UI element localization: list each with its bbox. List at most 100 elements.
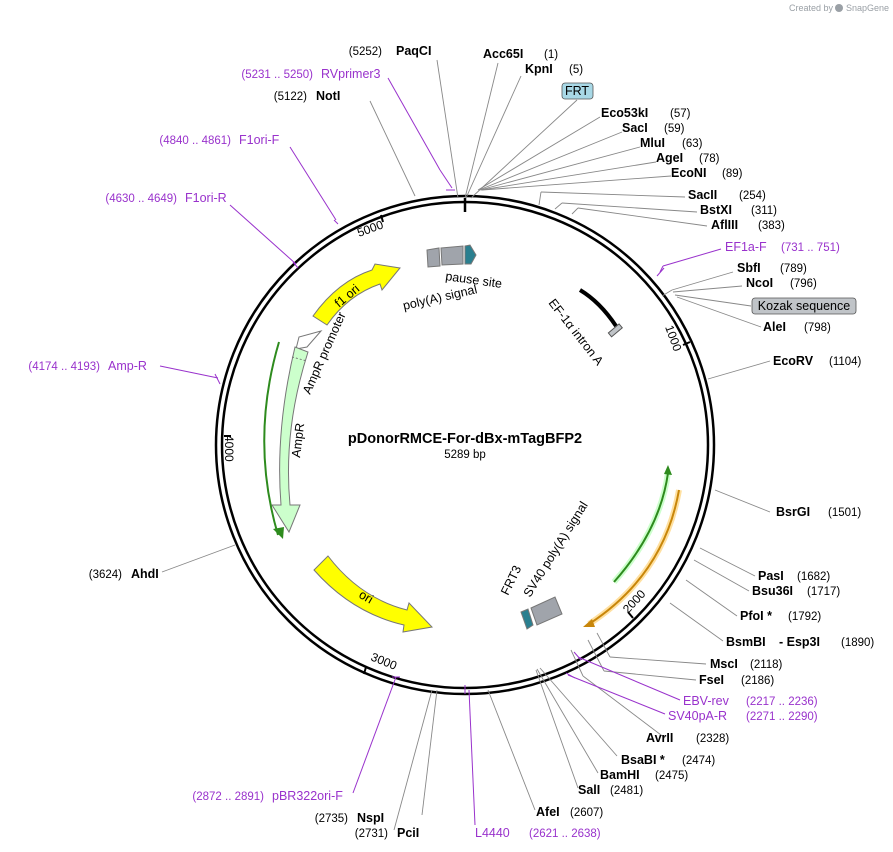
enzyme-pos: (2475): [655, 770, 688, 782]
primer-name[interactable]: EF1a-F: [725, 240, 767, 254]
enzyme-name[interactable]: PaqCI: [396, 44, 431, 58]
primer-name[interactable]: RVprimer3: [321, 67, 381, 81]
enzyme-name[interactable]: SacII: [688, 188, 717, 202]
ori-arrow[interactable]: [313, 555, 434, 633]
primer-name[interactable]: F1ori-R: [185, 191, 227, 205]
enzyme-name[interactable]: MscI: [710, 657, 738, 671]
enzyme-pos: (2186): [741, 675, 774, 687]
enzyme-pos: (5): [569, 64, 583, 76]
enzyme-pos: (2731): [355, 828, 388, 840]
primer-range: (731 .. 751): [781, 242, 840, 254]
ampr-dash: [291, 356, 308, 362]
enzyme-pos: (1792): [788, 611, 821, 623]
enzyme-name[interactable]: SalI: [578, 783, 600, 797]
enzyme-name[interactable]: AflIII: [711, 218, 738, 232]
enzyme-pos: (2481): [610, 785, 643, 797]
enzyme-name[interactable]: AfeI: [536, 805, 560, 819]
ampr-orf-line: [263, 341, 280, 536]
enzyme-name[interactable]: KpnI: [525, 62, 553, 76]
enzyme-name[interactable]: BamHI: [600, 768, 640, 782]
mtagbfp2-green-orf[interactable]: [611, 472, 671, 584]
ampr-promoter-arrow[interactable]: [295, 330, 323, 350]
mtagbfp2-green-line: [613, 472, 669, 583]
primer-range: (5231 .. 5250): [241, 69, 313, 81]
pause-site-box[interactable]: [440, 245, 464, 266]
enzyme-name[interactable]: PciI: [397, 826, 419, 840]
primer-range: (4174 .. 4193): [28, 361, 100, 373]
enzyme-name[interactable]: NotI: [316, 89, 340, 103]
enzyme-name[interactable]: BstXI: [700, 203, 732, 217]
enzyme-pos: (59): [664, 123, 685, 135]
ef1a-intron-arc[interactable]: [578, 288, 618, 328]
plasmid-size: 5289 bp: [444, 449, 486, 461]
enzyme-name[interactable]: AvrII: [646, 731, 673, 745]
ampr-label: AmpR: [289, 422, 307, 458]
enzyme-name[interactable]: NspI: [357, 811, 384, 825]
enzyme-pos: (311): [751, 205, 777, 217]
sv40-polya-box[interactable]: [530, 596, 563, 626]
tick-2000: 2000: [620, 587, 649, 616]
enzyme-name[interactable]: EcoRV: [773, 354, 814, 368]
enzyme-name[interactable]: AleI: [763, 320, 786, 334]
enzyme-pos: (1): [544, 49, 558, 61]
enzyme-name[interactable]: SacI: [622, 121, 648, 135]
enzyme-name[interactable]: NcoI: [746, 276, 773, 290]
primer-name[interactable]: Amp-R: [108, 359, 147, 373]
primer-range: (2217 .. 2236): [746, 696, 818, 708]
primer-range: (4630 .. 4649): [105, 193, 177, 205]
primer-range: (2271 .. 2290): [746, 711, 818, 723]
enzyme-name[interactable]: SbfI: [737, 261, 761, 275]
enzyme-pos: (63): [682, 138, 703, 150]
primer-name[interactable]: SV40pA-R: [668, 709, 727, 723]
enzyme-pos: (2474): [682, 755, 715, 767]
enzyme-name[interactable]: BsmBI: [726, 635, 766, 649]
ampr-arrow[interactable]: [271, 346, 309, 534]
ef1a-intron-label: EF-1α intron A: [546, 296, 607, 368]
enzyme-name[interactable]: Eco53kI: [601, 106, 648, 120]
primer-name[interactable]: L4440: [475, 826, 510, 840]
plasmid-name: pDonorRMCE-For-dBx-mTagBFP2: [348, 431, 582, 447]
pause-site-arrow[interactable]: [464, 244, 477, 265]
credit-brand: SnapGene: [846, 3, 889, 13]
enzyme-labels: (5252) PaqCI Acc65I (1) KpnI (5) (5122) …: [89, 44, 875, 840]
frt3-arrow[interactable]: [520, 608, 534, 630]
enzyme-pos: (3624): [89, 569, 122, 581]
tick-3000-mark: [363, 666, 367, 675]
enzyme-name[interactable]: - Esp3I: [779, 635, 820, 649]
green-orf-arrowhead: [664, 465, 672, 475]
enzyme-pos: (2735): [315, 813, 348, 825]
primer-name[interactable]: F1ori-F: [239, 133, 280, 147]
polya-signal-top-box[interactable]: [426, 247, 441, 268]
tick-4000: 4000: [222, 435, 236, 462]
enzyme-name[interactable]: Acc65I: [483, 47, 523, 61]
frt-box[interactable]: FRT: [561, 82, 594, 100]
kozak-box[interactable]: Kozak sequence: [751, 297, 857, 315]
enzyme-name[interactable]: Bsu36I: [752, 584, 793, 598]
enzyme-name[interactable]: PasI: [758, 569, 784, 583]
orange-orf-arrowhead: [583, 619, 595, 627]
enzyme-pos: (789): [780, 263, 807, 275]
tick-2000-mark: [627, 611, 634, 619]
enzyme-pos: (1717): [807, 586, 840, 598]
enzyme-pos: (78): [699, 153, 720, 165]
enzyme-name[interactable]: PfoI *: [740, 609, 772, 623]
enzyme-pos: (5122): [274, 91, 307, 103]
f1-ori-arrow[interactable]: [312, 263, 401, 326]
enzyme-name[interactable]: AgeI: [656, 151, 683, 165]
enzyme-pos: (798): [804, 322, 831, 334]
enzyme-name[interactable]: AhdI: [131, 567, 159, 581]
enzyme-pos: (796): [790, 278, 817, 290]
enzyme-name[interactable]: FseI: [699, 673, 724, 687]
enzyme-name[interactable]: MluI: [640, 136, 665, 150]
enzyme-name[interactable]: BsaBI *: [621, 753, 665, 767]
enzyme-name[interactable]: BsrGI: [776, 505, 810, 519]
primer-name[interactable]: EBV-rev: [683, 694, 730, 708]
ori-label: ori: [357, 587, 376, 606]
primer-leader-lines: [159, 77, 722, 826]
snapgene-credit: Created by SnapGene: [789, 3, 889, 13]
enzyme-pos: (57): [670, 108, 691, 120]
enzyme-name[interactable]: EcoNI: [671, 166, 706, 180]
kozak-label: Kozak sequence: [758, 299, 850, 313]
snapgene-logo-icon: [835, 4, 843, 12]
primer-name[interactable]: pBR322ori-F: [272, 789, 343, 803]
